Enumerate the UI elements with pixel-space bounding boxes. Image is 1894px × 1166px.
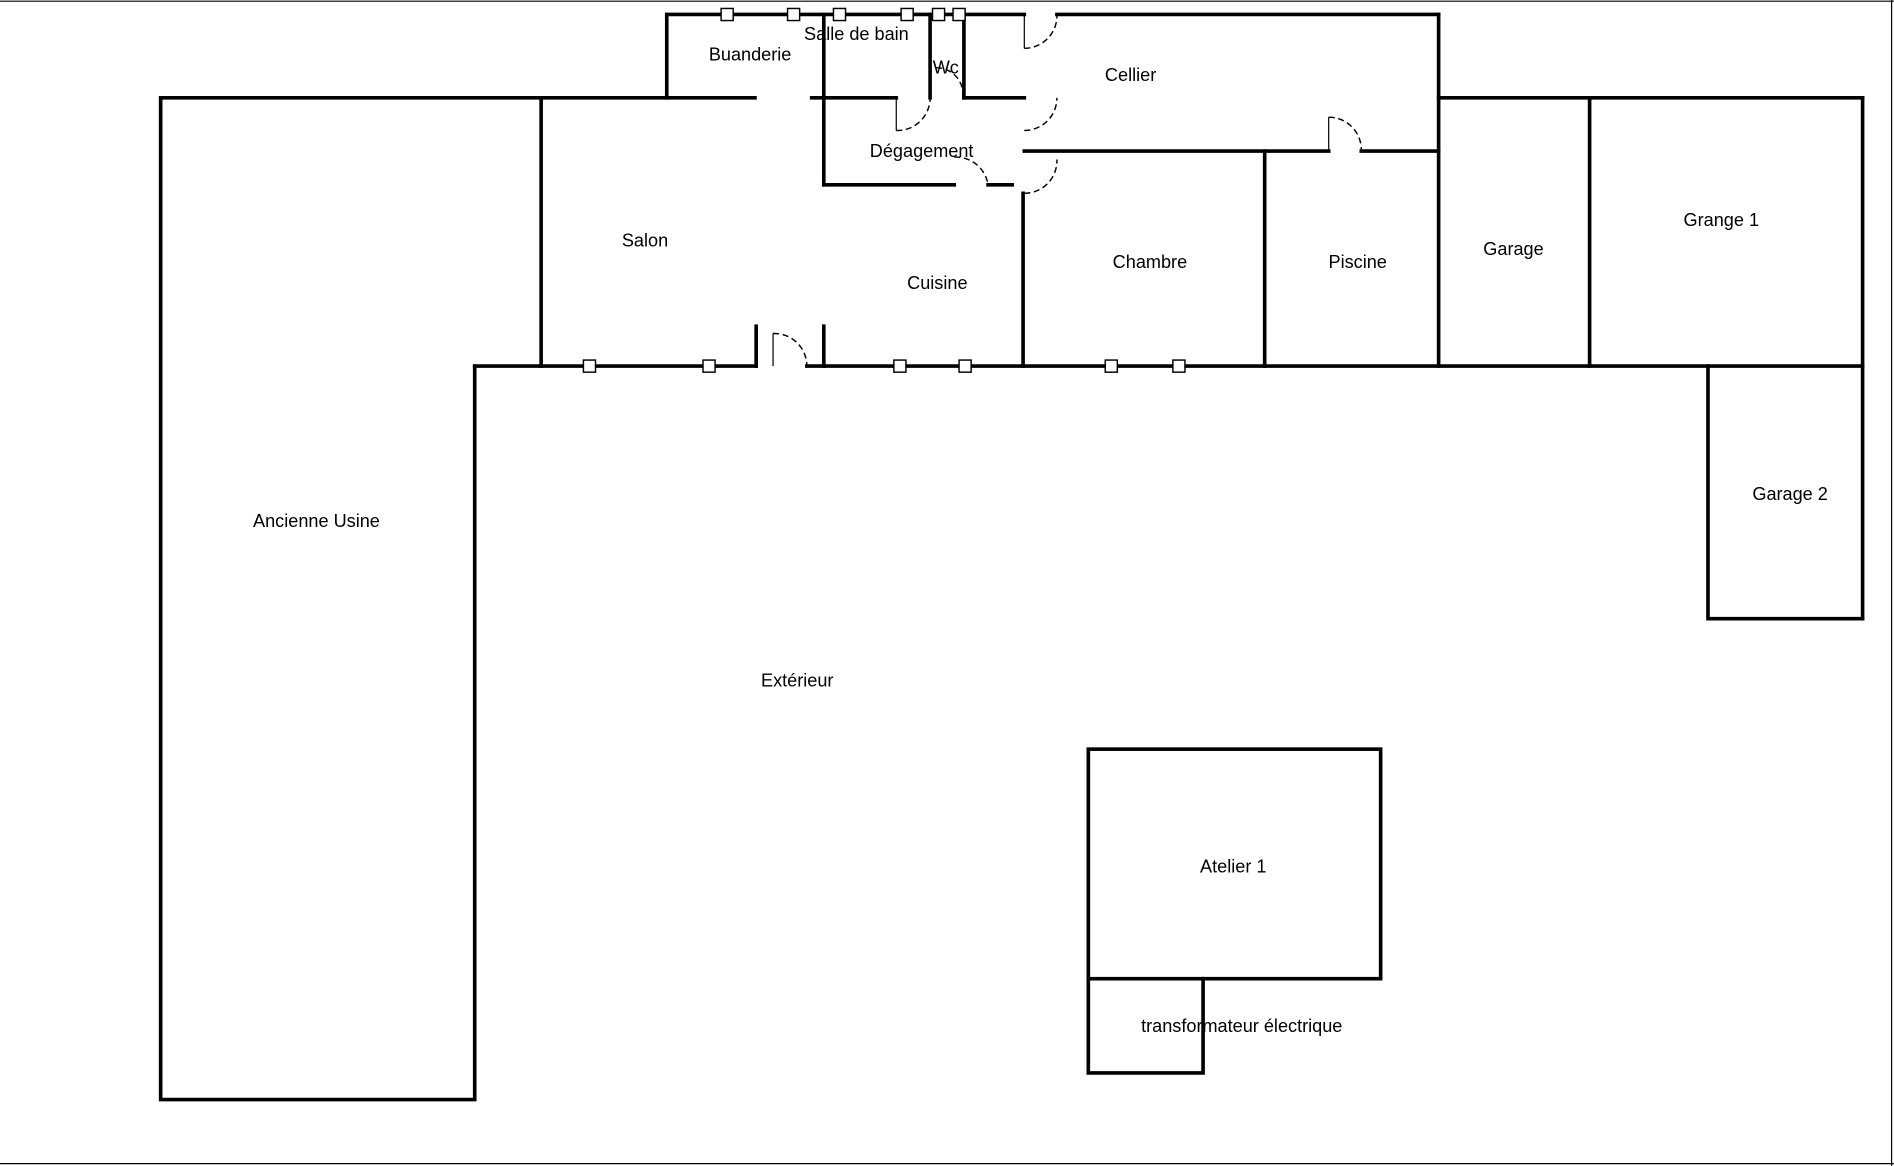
room-cuisine: Cuisine	[907, 273, 967, 293]
walls	[158, 12, 1865, 1102]
room-atelier-1: Atelier 1	[1200, 856, 1266, 876]
room-wc: Wc	[933, 58, 959, 78]
room-degagement: Dégagement	[870, 141, 974, 161]
room-exterieur: Extérieur	[761, 670, 833, 690]
room-garage: Garage	[1483, 239, 1543, 259]
room-transformateur: transformateur électrique	[1141, 1016, 1342, 1036]
room-buanderie: Buanderie	[709, 44, 792, 64]
room-garage-2: Garage 2	[1752, 484, 1828, 504]
room-cellier: Cellier	[1105, 65, 1156, 85]
room-salon: Salon	[622, 230, 668, 250]
doors	[772, 14, 1363, 367]
room-chambre: Chambre	[1113, 252, 1187, 272]
room-grange-1: Grange 1	[1684, 210, 1760, 230]
room-salle-de-bain: Salle de bain	[804, 24, 909, 44]
room-piscine: Piscine	[1328, 252, 1386, 272]
room-labels: Buanderie Salle de bain Wc Cellier Dégag…	[253, 24, 1828, 1036]
room-ancienne-usine: Ancienne Usine	[253, 511, 380, 531]
windows	[582, 7, 1186, 373]
